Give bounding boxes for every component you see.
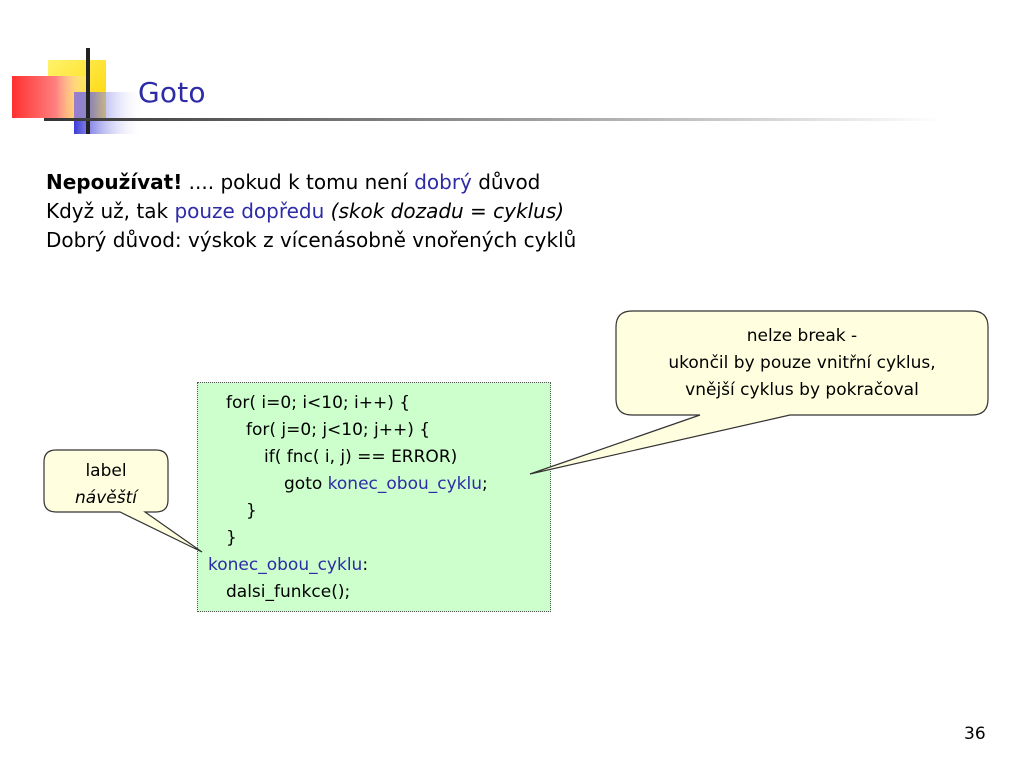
code-keyword: goto [284, 474, 328, 494]
code-punctuation: : [362, 555, 369, 575]
red-square [12, 76, 92, 118]
callout-label-text: label [85, 461, 127, 481]
callout-line: ukončil by pouze vnitřní cyklus, [668, 353, 936, 373]
code-line: goto konec_obou_cyklu; [284, 474, 488, 494]
slide-title: Goto [138, 76, 206, 109]
title-underline [44, 118, 944, 121]
body-line-2: Když už, tak pouze dopředu (skok dozadu … [46, 197, 576, 226]
body-text-segment: Dobrý důvod: výskok z vícenásobně vnořen… [46, 228, 577, 252]
page-number: 36 [964, 724, 986, 744]
code-label-reference: konec_obou_cyklu [327, 474, 483, 494]
code-line: for( j=0; j<10; j++) { [246, 420, 431, 440]
callout-line: nelze break - [746, 326, 858, 346]
code-line: } [226, 528, 237, 548]
callout-label-translation: návěští [75, 488, 137, 508]
callout-line: vnější cyklus by pokračoval [685, 380, 919, 400]
code-line: dalsi_funkce(); [226, 582, 351, 602]
vertical-rule [86, 48, 90, 134]
code-line: konec_obou_cyklu: [208, 555, 368, 575]
body-line-1: Nepoužívat! .... pokud k tomu není dobrý… [46, 168, 576, 197]
highlight-text: dobrý [414, 170, 472, 194]
code-line: } [246, 501, 257, 521]
highlight-text: pouze dopředu [174, 199, 325, 223]
code-line: for( i=0; i<10; i++) { [226, 393, 411, 413]
italic-note: (skok dozadu = cyklus) [330, 199, 565, 223]
code-line: if( fnc( i, j) == ERROR) [264, 447, 458, 467]
body-text-segment: .... pokud k tomu není [182, 170, 415, 194]
warning-text: Nepoužívat! [46, 170, 183, 194]
callout-left-text: label návěští [44, 458, 168, 512]
body-text-segment: Když už, tak [46, 199, 175, 223]
code-label-definition: konec_obou_cyklu [208, 555, 363, 575]
body-line-3: Dobrý důvod: výskok z vícenásobně vnořen… [46, 226, 576, 255]
callout-right-text: nelze break - ukončil by pouze vnitřní c… [616, 323, 988, 404]
code-punctuation: ; [482, 474, 488, 494]
code-block: for( i=0; i<10; i++) { for( j=0; j<10; j… [197, 382, 551, 612]
body-text-segment: důvod [471, 170, 541, 194]
title-decoration [12, 48, 944, 134]
slide-body: Nepoužívat! .... pokud k tomu není dobrý… [46, 168, 576, 255]
